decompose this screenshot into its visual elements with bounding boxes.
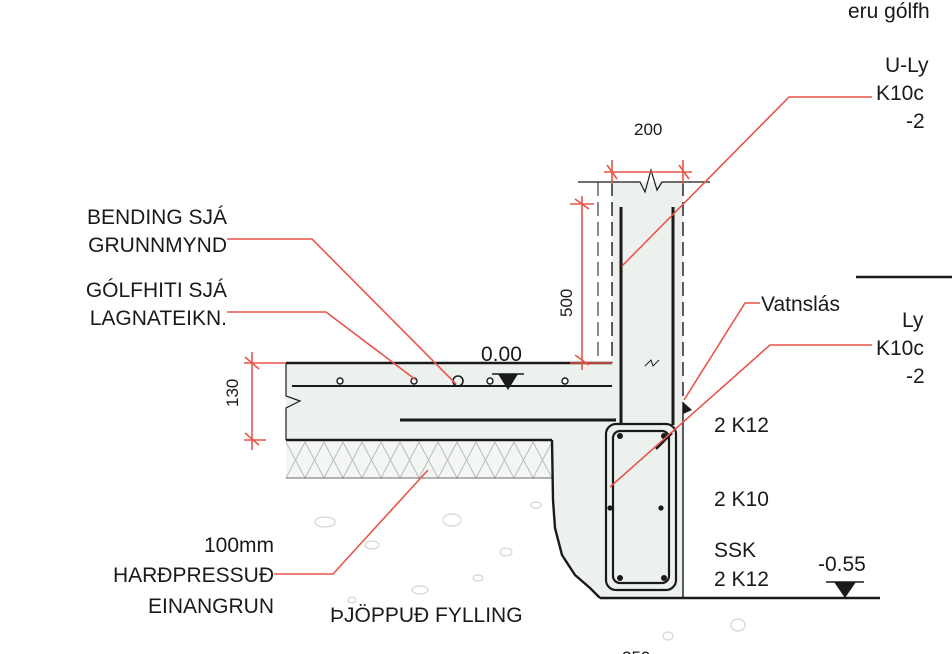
water-stop-symbol	[683, 402, 692, 414]
concrete-section	[286, 182, 683, 598]
ly-label-3: -2	[906, 365, 925, 388]
slab-bars-dots	[336, 377, 569, 385]
u-bar-label-1: U-Ly	[885, 54, 929, 77]
u-bar-label-2: K10c	[876, 82, 924, 105]
dimension-wall-height: 500	[557, 196, 612, 370]
level-marker-top: 0.00	[481, 343, 524, 390]
wall-break-line	[578, 167, 710, 194]
level-marker-bottom: -0.55	[818, 553, 866, 598]
bending-label-2: GRUNNMYND	[88, 234, 227, 257]
golfhiti-label-2: LAGNATEIKN.	[90, 307, 227, 330]
footing-bars	[607, 433, 667, 581]
insulation-label-2: HARÐPRESSUÐ	[113, 564, 274, 587]
bending-label-1: BENDING SJÁ	[87, 206, 227, 229]
dimension-slab-thickness: 130	[223, 352, 286, 450]
level-bottom-label: -0.55	[818, 553, 866, 576]
bar-2k12-top-label: 2 K12	[714, 414, 769, 437]
section-outline	[286, 361, 880, 600]
golfhiti-label-1: GÓLFHITI SJÁ	[86, 279, 227, 302]
stirrup-hook	[655, 432, 673, 450]
slab-wall-joint	[644, 359, 660, 367]
leader-lines	[227, 96, 872, 575]
dimension-wall-width: 200	[604, 120, 692, 184]
fill-pebbles	[314, 501, 746, 641]
level-top-label: 0.00	[481, 343, 522, 366]
footing-width-dim: 250	[622, 648, 650, 654]
ly-label-1: Ly	[902, 309, 924, 332]
slab-thickness-dim: 130	[223, 379, 242, 407]
wall-u-bars	[619, 207, 675, 425]
slab-break-symbol	[285, 363, 302, 440]
insulation-label-3: EINANGRUN	[148, 595, 274, 618]
bar-2k10-label: 2 K10	[714, 488, 769, 511]
u-bar-label-3: -2	[906, 110, 925, 133]
vatnslas-label: Vatnslás	[761, 293, 840, 316]
footing-stirrup	[604, 422, 678, 592]
bar-2k12-bottom-label: 2 K12	[714, 568, 769, 591]
ly-label-2: K10c	[876, 337, 924, 360]
fill-label: ÞJÖPPUÐ FYLLING	[330, 604, 523, 627]
top-partial-note: eru gólfh	[848, 0, 930, 23]
insulation-label-1: 100mm	[204, 534, 274, 557]
wall-height-dim: 500	[557, 289, 576, 317]
insulation-hatch	[285, 440, 553, 480]
wall-width-dim: 200	[634, 120, 662, 139]
ssk-label: SSK	[714, 539, 756, 562]
